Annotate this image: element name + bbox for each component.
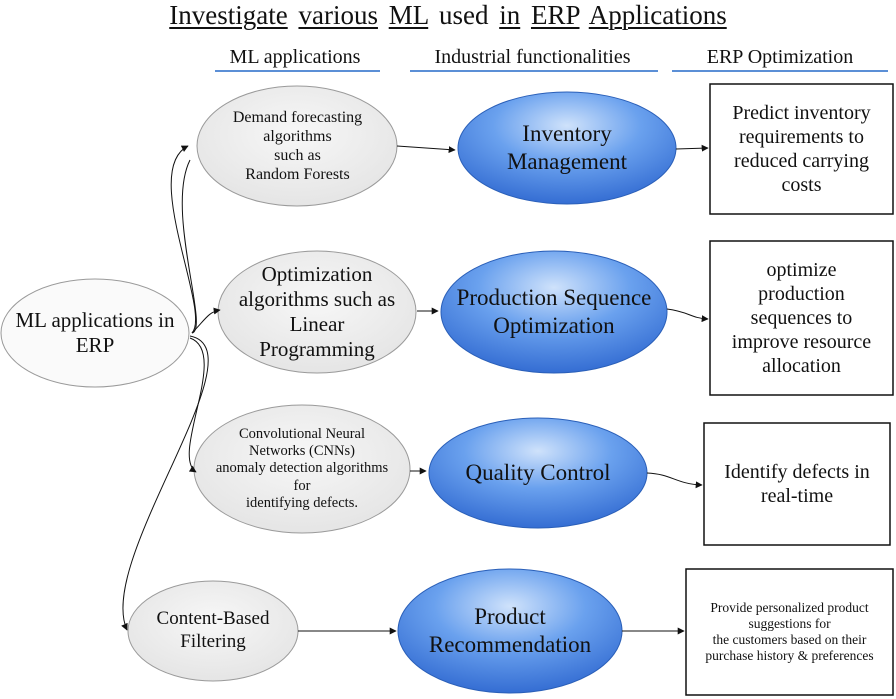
connector-ml-function-1 [396, 145, 456, 154]
connector-function-erp-2 [666, 308, 709, 323]
erp-box-label-4: Provide personalized product suggestions… [705, 599, 874, 664]
column-header-industrial: Industrial functionalities [434, 46, 631, 68]
title-word: in [499, 0, 521, 30]
ml-node-label-3: Convolutional Neural Networks (CNNs) ano… [215, 425, 389, 512]
connector-source-ml-2 [191, 307, 221, 334]
function-node-label-3: Quality Control [465, 460, 611, 486]
function-node-shape-1 [457, 91, 677, 205]
ml-node-label-2: Optimization algorithms such as Linear P… [238, 261, 396, 362]
erp-box-label-3: Identify defects in real-time [724, 461, 870, 507]
erp-box-shape-2 [709, 240, 894, 396]
erp-box-shape-1 [709, 83, 894, 215]
column-header-ml: ML applications [229, 46, 361, 68]
title-word: used [438, 0, 489, 30]
title-word: various [298, 0, 378, 30]
title-word: ERP [530, 0, 580, 30]
erp-box-shape-3 [703, 422, 891, 546]
connector-source-ml-1 [170, 145, 197, 334]
function-node-label-2: Production Sequence Optimization [456, 285, 652, 338]
function-node-shape-2 [440, 250, 668, 374]
ml-node-label-4: Content-Based Filtering [156, 608, 270, 652]
source-node-shape [0, 278, 190, 388]
erp-box-label-1: Predict inventory requirements to reduce… [732, 102, 871, 196]
diagram-title: Investigate various ML used in ERP Appli… [0, 0, 896, 31]
erp-box-shape-4 [685, 568, 894, 696]
connector-source-ml-1b [181, 159, 197, 334]
erp-box-label-2: optimize production sequences to improve… [731, 259, 872, 377]
source-node-label: ML applications in ERP [15, 307, 175, 357]
column-rule-ml [215, 70, 380, 72]
connector-function-erp-3 [646, 472, 703, 489]
connector-function-erp-1 [675, 144, 709, 152]
title-word: ML [388, 0, 429, 30]
title-word: Investigate [169, 0, 288, 30]
column-rule-industrial [410, 70, 658, 72]
column-header-erp: ERP Optimization [706, 46, 854, 68]
function-node-label-1: Inventory Management [506, 121, 628, 174]
title-word: Applications [588, 0, 727, 30]
function-node-label-4: Product Recommendation [428, 604, 592, 657]
ml-node-label-1: Demand forecasting algorithms such as Ra… [232, 108, 363, 184]
column-rule-erp [672, 70, 888, 72]
connector-source-ml-4 [121, 335, 209, 631]
